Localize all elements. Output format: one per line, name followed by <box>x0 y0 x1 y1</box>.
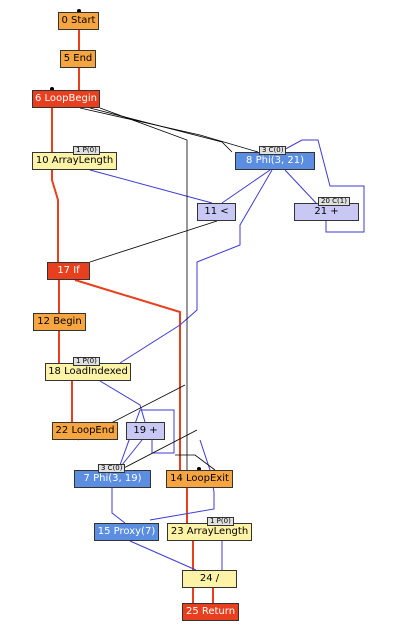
node-0-start[interactable]: 0 Start <box>58 12 99 30</box>
edge-loopbegin-phi8 <box>79 107 259 153</box>
node-label: 18 LoadIndexed <box>48 366 128 377</box>
node-label: 6 LoopBegin <box>35 93 97 104</box>
edge-phi7-proxy <box>111 488 126 524</box>
node-label: 21 + <box>314 206 339 217</box>
edge-loopbegin-phi7 <box>119 429 198 471</box>
node-label: 22 LoopEnd <box>55 425 115 436</box>
edge-arraylength-less <box>89 169 213 204</box>
input-tag-p0: 1 P(0) <box>73 357 100 366</box>
input-tag-p0: 1 P(0) <box>207 517 234 526</box>
node-label: 12 Begin <box>37 316 82 327</box>
edge-loopbegin-phi8-b <box>89 107 233 153</box>
node-label: 19 + <box>133 425 158 436</box>
node-17-if[interactable]: 17 If <box>47 262 90 280</box>
edge-if-loopexit <box>74 279 181 470</box>
node-19-add[interactable]: 19 + <box>126 422 165 440</box>
input-tag-c0: 3 C(0) <box>98 464 126 473</box>
edge-less-if <box>89 220 218 263</box>
input-tag-c0: 3 C(0) <box>259 146 287 155</box>
node-label: 11 < <box>204 206 229 217</box>
data-flow-edges <box>89 139 365 571</box>
node-label: 8 Phi(3, 21) <box>246 155 304 166</box>
edge-loopbegin-if <box>51 108 59 262</box>
node-label: 17 If <box>57 265 80 276</box>
node-5-end[interactable]: 5 End <box>60 50 96 68</box>
node-25-return[interactable]: 25 Return <box>182 603 239 621</box>
node-label: 5 End <box>63 53 93 64</box>
input-tag-p0: 1 P(0) <box>73 146 100 155</box>
edge-add19-phi7-loop <box>119 409 175 466</box>
node-label: 14 LoopExit <box>170 473 229 484</box>
node-14-loopexit[interactable]: 14 LoopExit <box>166 470 233 488</box>
node-label: 23 ArrayLength <box>170 526 249 537</box>
node-15-proxy[interactable]: 15 Proxy(7) <box>94 523 159 541</box>
edge-phi-add <box>284 169 317 204</box>
node-12-begin[interactable]: 12 Begin <box>33 313 86 331</box>
edge-phi-loadindexed <box>119 169 273 364</box>
edge-loadindexed-add19 <box>99 380 146 423</box>
edge-loopbegin-loopexit <box>99 107 188 470</box>
node-label: 10 ArrayLength <box>35 155 114 166</box>
node-label: 7 Phi(3, 19) <box>83 473 142 484</box>
edge-add-phi-loop <box>279 139 365 233</box>
node-11-less-than[interactable]: 11 < <box>197 203 236 221</box>
node-22-loopend[interactable]: 22 LoopEnd <box>52 422 118 440</box>
node-label: 25 Return <box>185 606 236 617</box>
node-21-add[interactable]: 21 + <box>294 203 359 221</box>
node-label: 0 Start <box>61 15 96 26</box>
input-tag-c1: 20 C(1) <box>318 197 350 206</box>
node-6-loopbegin[interactable]: 6 LoopBegin <box>32 90 100 108</box>
edge-loopexit-proxy <box>149 439 215 521</box>
edge-proxy-divide <box>129 540 197 571</box>
node-label: 15 Proxy(7) <box>97 526 156 537</box>
node-label: 24 / <box>199 573 220 584</box>
edge-loopexit-phi7b <box>175 454 216 471</box>
edge-phi-less <box>221 169 271 204</box>
node-24-divide[interactable]: 24 / <box>182 570 237 588</box>
